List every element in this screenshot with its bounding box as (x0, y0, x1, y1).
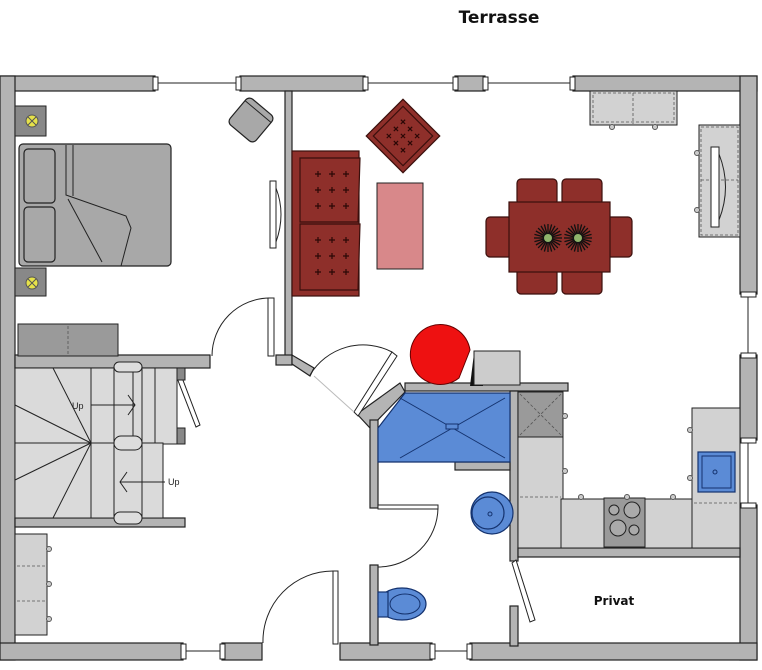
rug (376, 182, 424, 270)
wall-bedroom-living (284, 90, 293, 362)
wall-top-2 (239, 75, 366, 92)
kitchen (517, 391, 741, 549)
wall-top-1 (0, 75, 156, 92)
tv-bedroom (269, 180, 282, 249)
door-stairs[interactable] (211, 297, 271, 357)
armchair-gray (228, 97, 274, 143)
wall-stairs-top (14, 354, 211, 369)
sideboard-top (589, 90, 678, 130)
sofa (291, 150, 361, 297)
plant-icon (574, 234, 582, 242)
wall-stub (275, 354, 293, 366)
wall-stairs-bottom (14, 517, 186, 528)
living-room (291, 98, 441, 297)
counter-bottom-1 (560, 498, 606, 549)
plants (534, 224, 592, 252)
wall-top-3 (454, 75, 486, 92)
doors (176, 297, 536, 645)
pillow (23, 206, 56, 263)
tv-cabinet (694, 124, 741, 238)
stair-up-label: Up (168, 477, 180, 487)
chair (516, 178, 558, 206)
wall-right-1 (739, 75, 758, 295)
wall-bath-left (369, 419, 379, 509)
stairs: Up Up (14, 323, 186, 525)
sofa-buttons (315, 171, 349, 275)
chair (485, 216, 513, 258)
counter-left (517, 436, 564, 549)
door-closet-stairs[interactable] (176, 374, 201, 428)
door-privat[interactable] (511, 559, 536, 623)
interior-walls (14, 90, 741, 647)
stair-up-label: Up (72, 401, 84, 411)
pillow (23, 148, 56, 204)
bathroom (377, 392, 514, 621)
wall-wc-left (369, 564, 379, 646)
wall-bath-right (509, 390, 519, 562)
door-entrance[interactable] (262, 570, 334, 644)
wall-left (0, 75, 16, 661)
wall-right-3 (739, 504, 758, 661)
wall-bath-shelf (454, 461, 511, 471)
windows (152, 76, 757, 660)
wall-right-2 (739, 354, 758, 441)
tv-living (710, 146, 720, 228)
terrace-label: Terrasse (459, 8, 540, 28)
wall-top-4 (572, 75, 758, 92)
wall-bottom-2 (221, 642, 263, 661)
door-bathroom[interactable] (309, 344, 393, 376)
wall-diag-2 (356, 382, 406, 429)
dining-area (485, 90, 741, 295)
door-wc[interactable] (377, 507, 439, 568)
hall-cabinet (14, 533, 52, 636)
wall-bottom-3 (339, 642, 433, 661)
cabinet-dark (17, 323, 119, 357)
dining-table (508, 201, 611, 273)
wall-privat-top (517, 547, 741, 558)
grill (409, 324, 521, 386)
wall-bottom-1 (0, 642, 184, 661)
grill-lid-icon (409, 324, 471, 385)
shower (377, 392, 511, 463)
bedroom (14, 97, 282, 297)
wall-diag-1 (291, 353, 315, 377)
chair (561, 178, 603, 206)
plant-icon (544, 234, 552, 242)
ottoman (365, 98, 441, 174)
nightstand-bottom (14, 267, 47, 297)
wall-bath-right-2 (509, 605, 519, 647)
privat-label: Privat (594, 594, 635, 608)
counter-bottom-2 (644, 498, 693, 549)
